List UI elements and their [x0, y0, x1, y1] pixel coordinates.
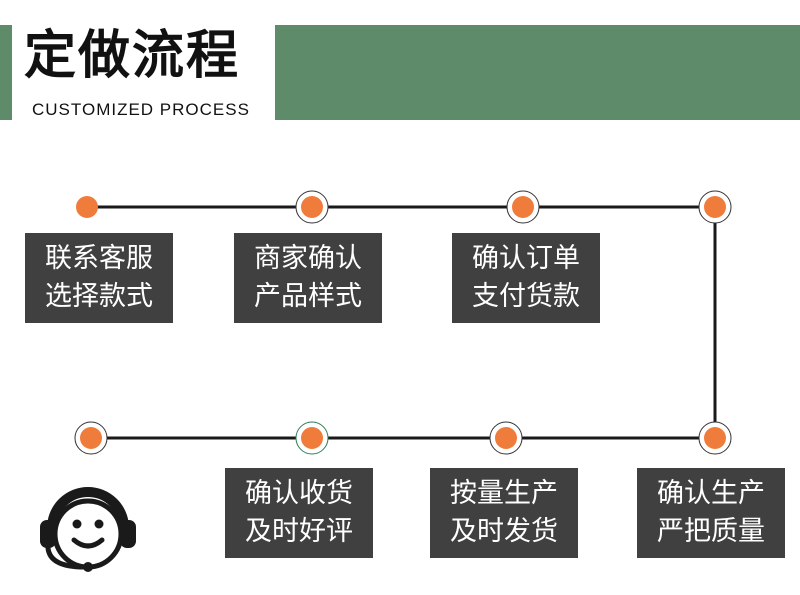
step-1-line-2: 选择款式 [45, 281, 153, 312]
step-6-line-1: 确认收货 [245, 478, 353, 509]
flow-node-1 [76, 196, 98, 218]
flow-node-5 [698, 421, 732, 455]
step-4-line-1: 确认生产 [657, 478, 765, 509]
header-left-accent-bar [0, 25, 12, 120]
flow-node-8 [74, 421, 108, 455]
flow-node-2 [295, 190, 329, 224]
step-1-line-1: 联系客服 [45, 243, 153, 274]
step-2-line-2: 产品样式 [254, 281, 362, 312]
step-card-1: 联系客服 选择款式 [25, 233, 173, 323]
step-5-line-2: 及时发货 [450, 516, 558, 547]
step-card-2: 商家确认 产品样式 [234, 233, 382, 323]
headset-smiley-icon [40, 487, 136, 572]
step-3-line-2: 支付货款 [472, 281, 580, 312]
step-5-line-1: 按量生产 [450, 478, 558, 509]
flow-node-3 [506, 190, 540, 224]
page-subtitle: CUSTOMIZED PROCESS [32, 100, 250, 119]
step-card-5: 按量生产 及时发货 [430, 468, 578, 558]
flow-node-7 [295, 421, 329, 455]
step-card-4: 确认生产 严把质量 [637, 468, 785, 558]
step-4-line-2: 严把质量 [657, 516, 765, 547]
step-6-line-2: 及时好评 [245, 516, 353, 547]
step-card-6: 确认收货 及时好评 [225, 468, 373, 558]
header-right-accent-bar [275, 25, 800, 120]
flow-node-6 [489, 421, 523, 455]
page-title: 定做流程 [24, 26, 241, 86]
flow-node-4 [698, 190, 732, 224]
step-3-line-1: 确认订单 [472, 243, 580, 274]
step-card-3: 确认订单 支付货款 [452, 233, 600, 323]
flow-connector-line [87, 205, 717, 440]
step-2-line-1: 商家确认 [254, 243, 362, 274]
